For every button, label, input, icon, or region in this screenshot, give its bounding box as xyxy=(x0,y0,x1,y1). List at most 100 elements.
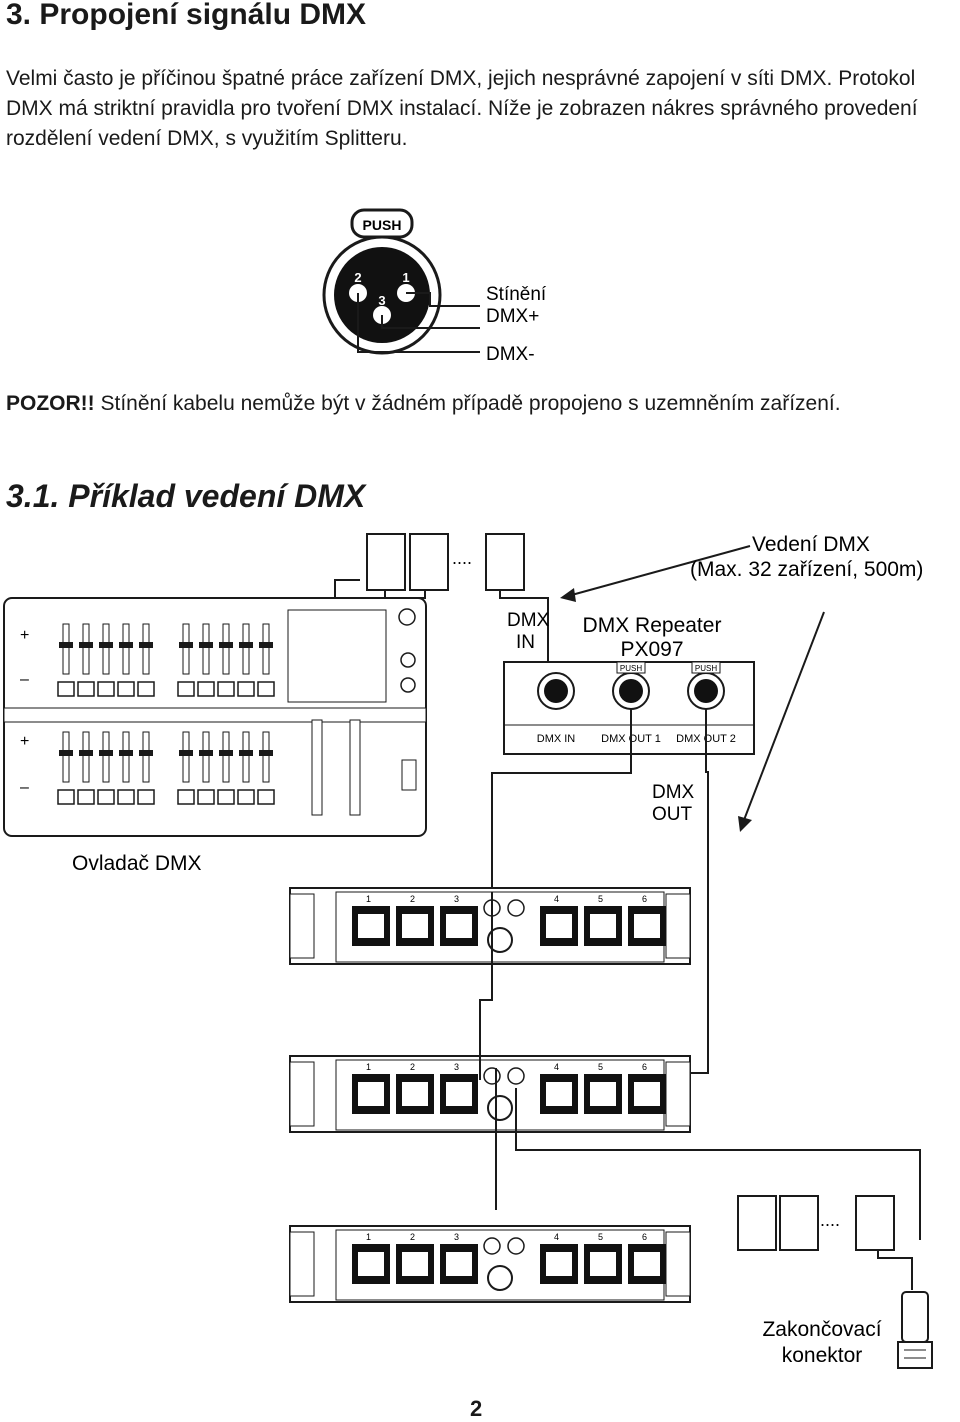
output-socket-face xyxy=(358,1252,384,1276)
fader-knob xyxy=(259,642,273,648)
fixture-box xyxy=(366,533,406,591)
fader xyxy=(102,731,110,783)
fader xyxy=(142,623,150,675)
flash-button xyxy=(237,681,255,697)
intro-paragraph: Velmi často je příčinou špatné práce zař… xyxy=(6,67,918,150)
channel-number: 5 xyxy=(598,1232,603,1242)
channel-number: 2 xyxy=(410,894,415,904)
pin-1-label: 1 xyxy=(402,270,409,285)
output-socket-face xyxy=(590,914,616,938)
fader-knob xyxy=(99,750,113,756)
fader-knob xyxy=(199,750,213,756)
controller-plus-2: + xyxy=(20,733,29,750)
output-socket-face xyxy=(402,1082,428,1106)
fader-knob xyxy=(79,750,93,756)
terminator-label-2: konektor xyxy=(782,1344,863,1367)
fader xyxy=(182,731,190,783)
channel-number: 3 xyxy=(454,1062,459,1072)
flash-button xyxy=(197,681,215,697)
fader-knob xyxy=(179,750,193,756)
output-socket-face xyxy=(590,1082,616,1106)
fader xyxy=(62,731,70,783)
output-socket-face xyxy=(446,1082,472,1106)
dmx-line-limit: (Max. 32 zařízení, 500m) xyxy=(690,558,923,581)
channel-number: 3 xyxy=(454,1232,459,1242)
channel-number: 4 xyxy=(554,1062,559,1072)
fader-knob xyxy=(119,750,133,756)
splitter-dmx-in xyxy=(483,1237,501,1255)
pin-2-label: 2 xyxy=(354,270,361,285)
flash-button xyxy=(257,681,275,697)
repeater-model: PX097 xyxy=(620,638,683,661)
splitter-dmx-out xyxy=(507,899,525,917)
warning-bold: POZOR!! xyxy=(6,392,95,415)
channel-number: 6 xyxy=(642,894,647,904)
fader xyxy=(62,623,70,675)
flash-button xyxy=(217,789,235,805)
flash-button xyxy=(117,789,135,805)
output-socket-face xyxy=(402,1252,428,1276)
flash-button xyxy=(137,789,155,805)
fader xyxy=(122,731,130,783)
fixture-box xyxy=(779,1195,819,1251)
fader xyxy=(222,731,230,783)
controller-label: Ovladač DMX xyxy=(72,852,202,875)
repeater-push-2: PUSH xyxy=(695,664,717,673)
channel-number: 3 xyxy=(454,894,459,904)
fader-knob xyxy=(99,642,113,648)
fader xyxy=(142,731,150,783)
splitter-dmx-out xyxy=(507,1067,525,1085)
splitter-power-socket xyxy=(487,1095,513,1121)
fixture-box xyxy=(485,533,525,591)
channel-number: 5 xyxy=(598,1062,603,1072)
channel-number: 1 xyxy=(366,1062,371,1072)
fader xyxy=(202,623,210,675)
fader-knob xyxy=(259,750,273,756)
fader xyxy=(82,623,90,675)
dmx-wiring-diagram: .... Vedení DMX (Max. 32 zařízení, 500m)… xyxy=(3,533,933,1369)
repeater-dmx-in-2: IN xyxy=(516,632,535,653)
output-socket-face xyxy=(358,914,384,938)
controller-minus: – xyxy=(20,671,29,688)
flash-button xyxy=(97,681,115,697)
controller-plus: + xyxy=(20,627,29,644)
channel-number: 6 xyxy=(642,1232,647,1242)
channel-number: 2 xyxy=(410,1062,415,1072)
fixture-dots-bottom: .... xyxy=(820,1210,840,1230)
repeater-push-1: PUSH xyxy=(620,664,642,673)
flash-button xyxy=(97,789,115,805)
fixture-box xyxy=(409,533,449,591)
flash-button xyxy=(117,681,135,697)
fixture-box xyxy=(855,1195,895,1251)
flash-button xyxy=(197,789,215,805)
flash-button xyxy=(137,681,155,697)
fader-knob xyxy=(219,642,233,648)
output-socket-face xyxy=(634,1252,660,1276)
dmx-controller: + – + – xyxy=(3,597,427,837)
fader-knob xyxy=(219,750,233,756)
fader-knob xyxy=(199,642,213,648)
output-socket-face xyxy=(446,914,472,938)
output-socket-face xyxy=(546,914,572,938)
dmx-splitter: 1 2 3 4 5 6 xyxy=(289,887,691,965)
channel-number: 5 xyxy=(598,894,603,904)
fader-knob xyxy=(119,642,133,648)
output-socket-face xyxy=(546,1252,572,1276)
channel-number: 1 xyxy=(366,894,371,904)
output-socket-face xyxy=(358,1082,384,1106)
fader-knob xyxy=(179,642,193,648)
warning-body: Stínění kabelu nemůže být v žádném přípa… xyxy=(94,392,841,415)
terminator-connector xyxy=(897,1291,933,1369)
splitter-power-socket xyxy=(487,927,513,953)
fader xyxy=(262,731,270,783)
fader-knob xyxy=(239,642,253,648)
fader xyxy=(102,623,110,675)
fixture-box xyxy=(737,1195,777,1251)
output-socket-face xyxy=(446,1252,472,1276)
port-dmx-in: DMX IN xyxy=(537,733,576,745)
warning-text: POZOR!! Stínění kabelu nemůže být v žádn… xyxy=(6,392,841,416)
channel-number: 2 xyxy=(410,1232,415,1242)
channel-number: 4 xyxy=(554,894,559,904)
